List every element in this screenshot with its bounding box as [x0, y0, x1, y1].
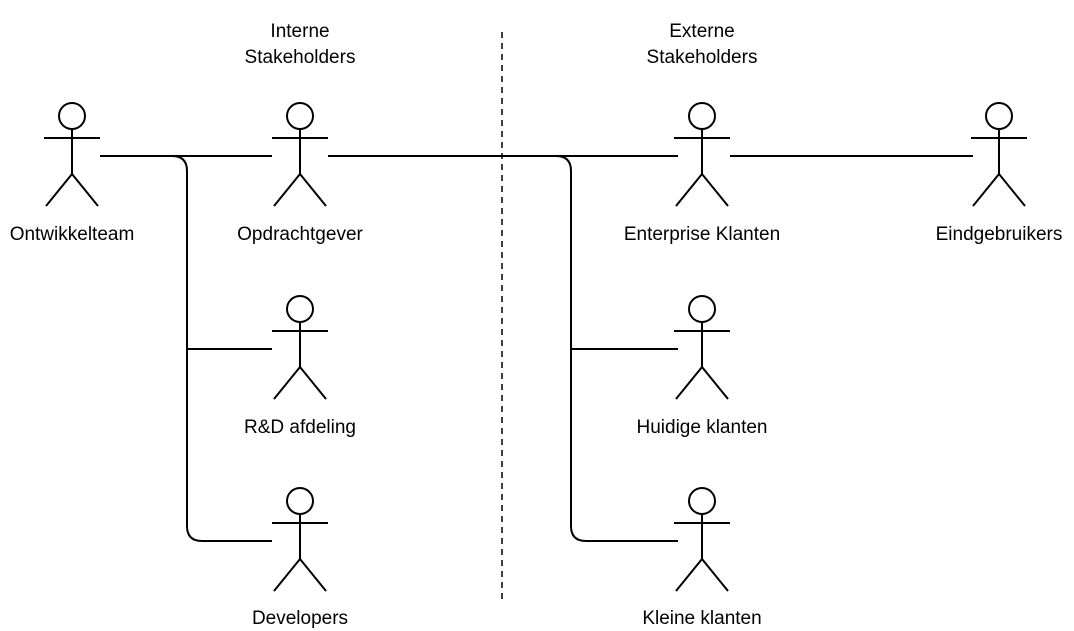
- actor-kleine-klanten: Kleine klanten: [642, 487, 762, 629]
- actor-label-eindgebruikers: Eindgebruikers: [936, 224, 1063, 245]
- actor-developers: Developers: [252, 487, 348, 629]
- header-internal-line1: Interne: [270, 21, 329, 42]
- actor-label-enterprise-klanten: Enterprise Klanten: [624, 224, 780, 245]
- connectors: [100, 155, 973, 542]
- actor-opdrachtgever: Opdrachtgever: [237, 102, 364, 245]
- actor-ontwikkelteam: Ontwikkelteam: [10, 102, 135, 245]
- connector-ontwikkelteam-branch: [171, 155, 272, 542]
- actor-label-ontwikkelteam: Ontwikkelteam: [10, 224, 135, 245]
- actor-label-huidige-klanten: Huidige klanten: [637, 417, 768, 438]
- connector-opdrachtgever-branch: [555, 155, 678, 542]
- actor-enterprise-klanten: Enterprise Klanten: [624, 102, 780, 245]
- actors: Ontwikkelteam Opdrachtgever R&D afdeling…: [10, 102, 1063, 629]
- actor-label-developers: Developers: [252, 608, 348, 629]
- header-external-line2: Stakeholders: [647, 47, 758, 68]
- actor-label-kleine-klanten: Kleine klanten: [642, 608, 761, 629]
- actor-huidige-klanten: Huidige klanten: [637, 295, 768, 438]
- header-external-line1: Externe: [669, 21, 734, 42]
- actor-label-opdrachtgever: Opdrachtgever: [237, 224, 363, 245]
- actor-eindgebruikers: Eindgebruikers: [936, 102, 1063, 245]
- actor-rd-afdeling: R&D afdeling: [244, 295, 356, 438]
- actor-label-rd-afdeling: R&D afdeling: [244, 417, 356, 438]
- header-internal-line2: Stakeholders: [245, 47, 356, 68]
